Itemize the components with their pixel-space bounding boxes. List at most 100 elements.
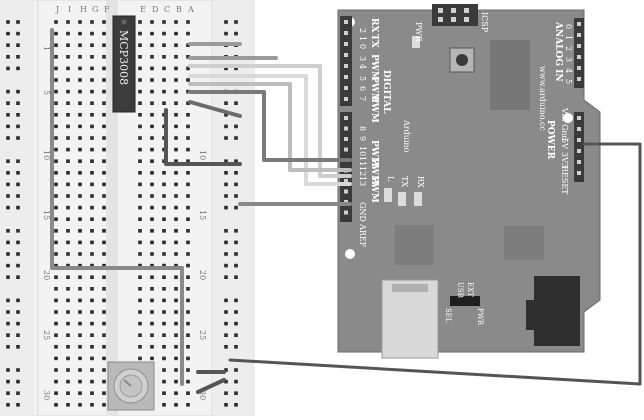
pwm-label-6: PWM bbox=[369, 96, 379, 123]
breadboard-hole bbox=[174, 55, 178, 59]
l-led bbox=[384, 188, 392, 202]
breadboard-hole bbox=[6, 345, 10, 349]
breadboard-hole bbox=[224, 113, 228, 117]
breadboard-hole bbox=[186, 55, 190, 59]
breadboard-hole bbox=[102, 310, 106, 314]
breadboard-hole bbox=[102, 252, 106, 256]
power-header bbox=[574, 112, 584, 182]
breadboard-hole bbox=[174, 379, 178, 384]
breadboard-hole bbox=[78, 403, 82, 407]
breadboard-hole bbox=[66, 321, 70, 326]
breadboard-hole bbox=[102, 379, 106, 384]
breadboard-hole bbox=[162, 403, 166, 407]
breadboard-hole bbox=[90, 333, 94, 337]
breadboard-hole bbox=[150, 298, 154, 303]
breadboard-hole bbox=[224, 403, 228, 407]
icsp-pin bbox=[451, 17, 456, 22]
breadboard-hole bbox=[6, 171, 10, 175]
breadboard-hole bbox=[138, 275, 142, 279]
analog-pin-number: 5 bbox=[564, 79, 573, 84]
breadboard-hole bbox=[224, 275, 228, 279]
breadboard-hole bbox=[90, 89, 94, 94]
breadboard-hole bbox=[78, 66, 82, 71]
breadboard-hole bbox=[224, 368, 228, 372]
breadboard-hole bbox=[234, 368, 238, 372]
arduino-brand: Arduino bbox=[402, 119, 411, 153]
pwr-led-label: PWR bbox=[414, 22, 423, 43]
breadboard-hole bbox=[234, 298, 238, 303]
breadboard-hole bbox=[162, 379, 166, 384]
breadboard-hole bbox=[138, 252, 142, 256]
breadboard-hole bbox=[162, 205, 166, 210]
breadboard-hole bbox=[174, 368, 178, 372]
mount-hole-3 bbox=[563, 113, 573, 123]
breadboard-hole bbox=[234, 391, 238, 395]
breadboard-hole bbox=[162, 321, 166, 326]
breadboard-hole bbox=[234, 379, 238, 384]
breadboard-hole bbox=[102, 66, 106, 71]
breadboard-hole bbox=[186, 287, 190, 291]
breadboard-hole bbox=[186, 379, 190, 384]
breadboard-hole bbox=[174, 171, 178, 175]
breadboard-hole bbox=[174, 217, 178, 221]
breadboard-hole bbox=[224, 171, 228, 175]
breadboard-hole bbox=[66, 31, 70, 36]
row-label-15-right: 15 bbox=[198, 210, 207, 220]
power-jumper bbox=[450, 296, 480, 306]
breadboard-hole bbox=[66, 298, 70, 303]
pot-indicator bbox=[123, 379, 132, 387]
breadboard-hole bbox=[186, 368, 190, 372]
breadboard-hole bbox=[78, 356, 82, 361]
tx-led-label: TX bbox=[400, 176, 409, 187]
breadboard-hole bbox=[150, 205, 154, 210]
breadboard-hole bbox=[102, 368, 106, 372]
breadboard-hole bbox=[102, 124, 106, 129]
sel-jumper-label: SEL bbox=[444, 308, 452, 323]
breadboard-hole bbox=[224, 124, 228, 129]
breadboard-hole bbox=[174, 20, 178, 24]
breadboard-hole bbox=[90, 298, 94, 303]
breadboard-hole bbox=[66, 43, 70, 47]
breadboard-hole bbox=[224, 240, 228, 245]
digital-pin-number: 7 bbox=[358, 96, 367, 101]
breadboard-hole bbox=[138, 147, 142, 152]
breadboard-hole bbox=[16, 252, 20, 256]
breadboard-hole bbox=[90, 403, 94, 407]
digital-pin bbox=[344, 126, 348, 131]
breadboard-hole bbox=[174, 182, 178, 187]
vin-label: Vin bbox=[560, 107, 569, 121]
breadboard-hole bbox=[138, 356, 142, 361]
breadboard-hole bbox=[66, 55, 70, 59]
breadboard-hole bbox=[224, 101, 228, 105]
breadboard-hole bbox=[6, 89, 10, 94]
breadboard-hole bbox=[138, 31, 142, 36]
breadboard-hole bbox=[66, 113, 70, 117]
breadboard-hole bbox=[138, 55, 142, 59]
breadboard-hole bbox=[162, 391, 166, 395]
breadboard-hole bbox=[174, 263, 178, 268]
breadboard-hole bbox=[78, 229, 82, 233]
breadboard-hole bbox=[150, 240, 154, 245]
rx-led-label: RX bbox=[416, 176, 425, 188]
right-power-rail bbox=[214, 0, 254, 416]
breadboard-hole bbox=[162, 20, 166, 24]
breadboard-hole bbox=[54, 217, 58, 221]
digital-pin-number: 1 bbox=[358, 36, 367, 41]
analog-in-label: ANALOG IN bbox=[553, 21, 563, 82]
breadboard-hole bbox=[150, 275, 154, 279]
breadboard-hole bbox=[78, 43, 82, 47]
breadboard-hole bbox=[186, 113, 190, 117]
breadboard-hole bbox=[162, 333, 166, 337]
breadboard-hole bbox=[150, 113, 154, 117]
dc-jack bbox=[534, 276, 580, 346]
reset-button-cap[interactable] bbox=[456, 54, 468, 66]
breadboard-hole bbox=[16, 263, 20, 268]
breadboard-hole bbox=[224, 252, 228, 256]
row-label-25-right: 25 bbox=[198, 330, 207, 340]
ext-jumper-label: EXT bbox=[466, 282, 474, 297]
pwr-jumper-label: PWR bbox=[476, 308, 484, 326]
breadboard-hole bbox=[224, 136, 228, 140]
breadboard-hole bbox=[162, 240, 166, 245]
breadboard-hole bbox=[186, 43, 190, 47]
breadboard-hole bbox=[16, 55, 20, 59]
